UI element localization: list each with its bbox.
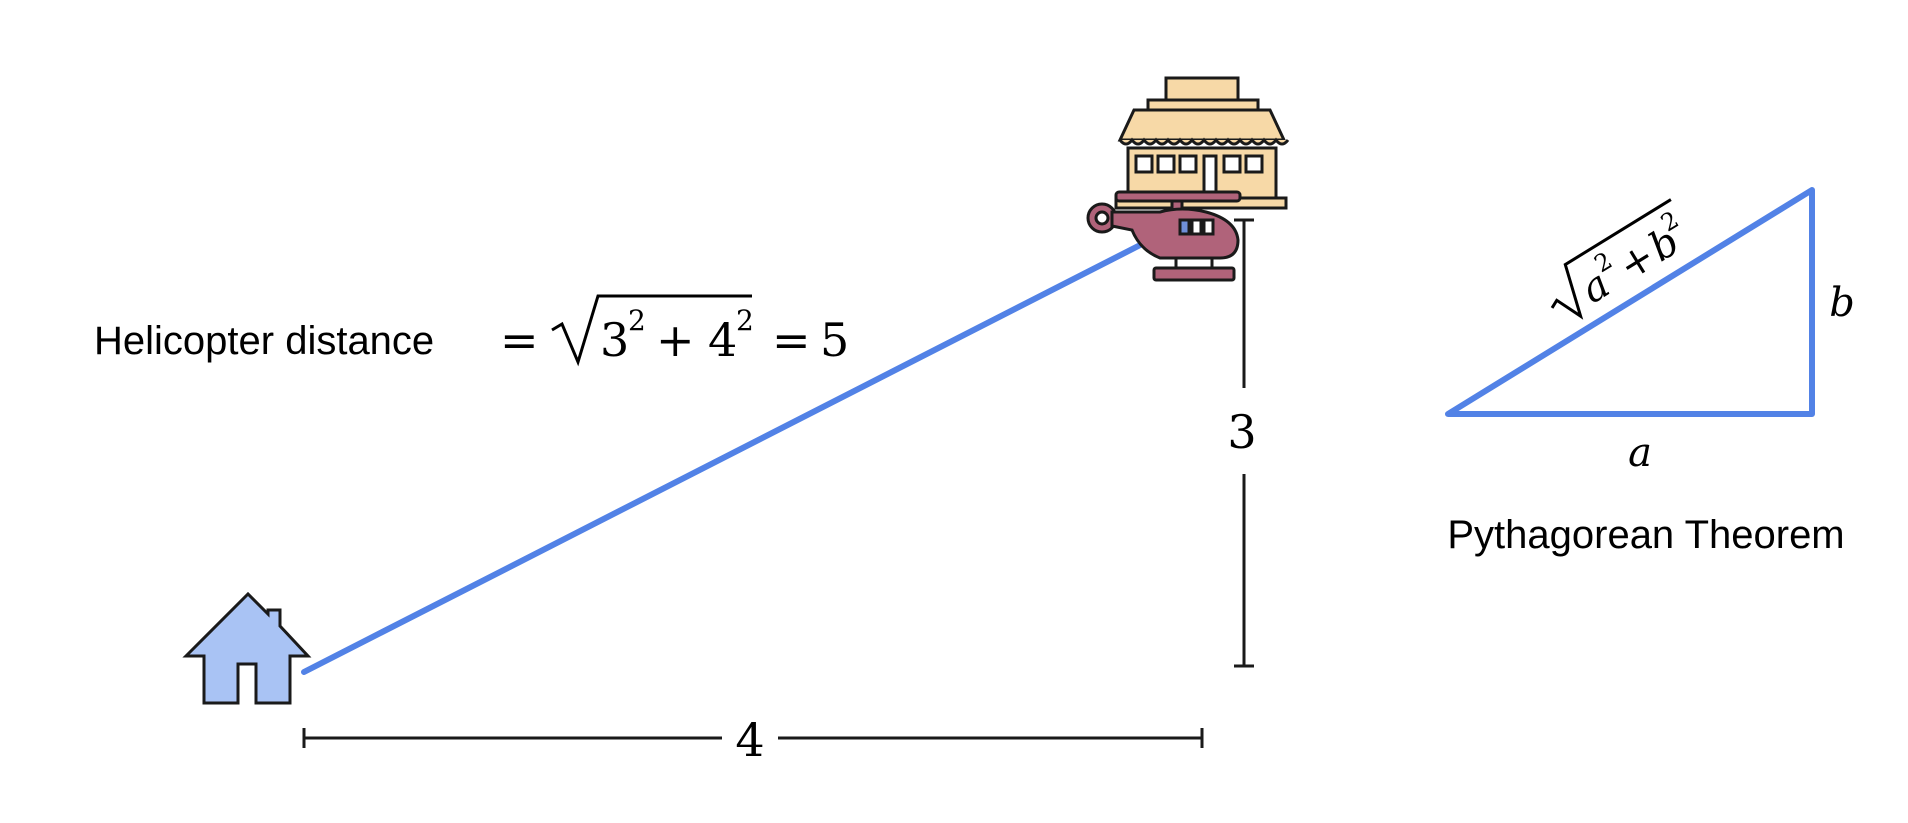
formula-square-2-base: 4: [708, 313, 737, 367]
formula-plus: +: [656, 313, 695, 367]
horizontal-dimension-label: 4: [735, 713, 764, 767]
flight-path-line: [301, 237, 1153, 675]
theorem-leg-a-label: a: [1628, 430, 1652, 476]
theorem-leg-b-label: b: [1829, 280, 1855, 326]
theorem-triangle: [1445, 187, 1815, 417]
formula-label: Helicopter distance: [94, 319, 434, 363]
formula-square-2-exp: 2: [736, 304, 754, 337]
vertical-dimension-label: 3: [1227, 405, 1256, 459]
formula-result: 5: [820, 313, 849, 367]
horizontal-dimension: [302, 728, 1204, 748]
shop-icon: [1114, 76, 1290, 210]
hypotenuse-radical-sign: [1550, 198, 1672, 320]
helicopter-icon: [1086, 190, 1242, 282]
formula-square-1-base: 3: [600, 313, 629, 367]
distance-formula: Helicopter distance = 3 2 + 4 2 = 5: [94, 294, 849, 367]
formula-equals-2: =: [772, 313, 811, 367]
formula-radical-sign: [551, 294, 752, 367]
house-icon: [182, 591, 312, 705]
vertical-dimension: [1234, 218, 1254, 668]
theorem-caption: Pythagorean Theorem: [1447, 513, 1844, 557]
formula-square-1-exp: 2: [628, 304, 646, 337]
formula-equals: =: [500, 313, 539, 367]
